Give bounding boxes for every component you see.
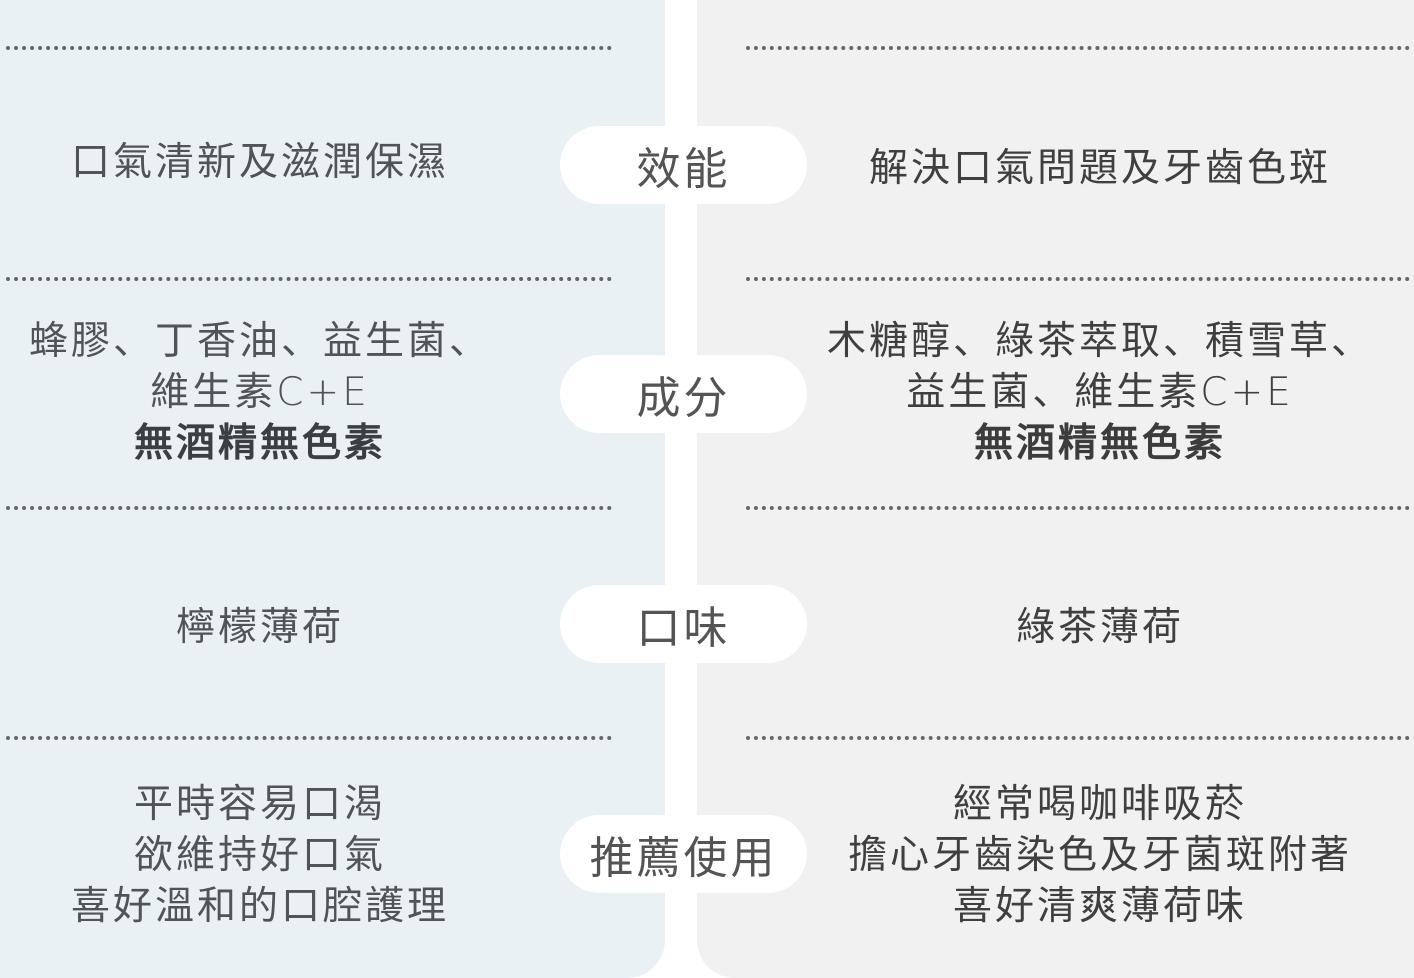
cell-line: 木糖醇、綠茶萃取、積雪草、 bbox=[826, 318, 1373, 364]
cell-line: 益生菌、維生素C+E bbox=[906, 369, 1294, 415]
row-flavor-left: 檸檬薄荷 bbox=[10, 575, 510, 680]
dotted-divider bbox=[6, 736, 612, 740]
row-label-recommended: 推薦使用 bbox=[560, 815, 807, 893]
cell-line: 維生素C+E bbox=[150, 369, 370, 415]
row-label-text: 成分 bbox=[636, 373, 731, 424]
dotted-divider bbox=[6, 506, 612, 510]
dotted-divider bbox=[746, 277, 1410, 281]
cell-line: 蜂膠、丁香油、益生菌、 bbox=[28, 318, 491, 364]
row-recommended-right: 經常喝咖啡吸菸 擔心牙齒染色及牙菌斑附著 喜好清爽薄荷味 bbox=[820, 777, 1380, 933]
dotted-divider bbox=[746, 46, 1410, 50]
row-label-text: 推薦使用 bbox=[589, 833, 778, 884]
row-recommended-left: 平時容易口渴 欲維持好口氣 喜好溫和的口腔護理 bbox=[10, 777, 510, 933]
row-flavor-right: 綠茶薄荷 bbox=[820, 575, 1380, 680]
cell-line: 經常喝咖啡吸菸 bbox=[952, 781, 1247, 827]
row-label-ingredients: 成分 bbox=[560, 355, 807, 433]
row-ingredients-right: 木糖醇、綠茶萃取、積雪草、 益生菌、維生素C+E 無酒精無色素 bbox=[820, 314, 1380, 470]
cell-line-bold: 無酒精無色素 bbox=[133, 420, 386, 466]
row-label-text: 口味 bbox=[636, 603, 731, 654]
cell-line: 檸檬薄荷 bbox=[175, 605, 344, 650]
row-label-flavor: 口味 bbox=[560, 585, 807, 663]
product-a-column bbox=[0, 0, 665, 978]
cell-line: 喜好溫和的口腔護理 bbox=[70, 883, 449, 929]
cell-line: 平時容易口渴 bbox=[133, 781, 386, 827]
row-efficacy-left: 口氣清新及滋潤保濕 bbox=[10, 110, 510, 215]
dotted-divider bbox=[746, 506, 1410, 510]
cell-line: 解決口氣問題及牙齒色斑 bbox=[868, 146, 1331, 191]
row-efficacy-right: 解決口氣問題及牙齒色斑 bbox=[820, 116, 1380, 221]
row-ingredients-left: 蜂膠、丁香油、益生菌、 維生素C+E 無酒精無色素 bbox=[10, 314, 510, 470]
row-label-efficacy: 效能 bbox=[560, 126, 807, 204]
cell-line: 欲維持好口氣 bbox=[133, 832, 386, 878]
cell-line: 喜好清爽薄荷味 bbox=[952, 883, 1247, 929]
cell-line: 綠茶薄荷 bbox=[1015, 605, 1184, 650]
cell-line: 口氣清新及滋潤保濕 bbox=[70, 140, 449, 185]
dotted-divider bbox=[6, 46, 612, 50]
product-b-column bbox=[697, 0, 1414, 978]
dotted-divider bbox=[746, 736, 1410, 740]
cell-line-bold: 無酒精無色素 bbox=[973, 420, 1226, 466]
cell-line: 擔心牙齒染色及牙菌斑附著 bbox=[847, 832, 1352, 878]
row-label-text: 效能 bbox=[636, 144, 731, 195]
dotted-divider bbox=[6, 277, 612, 281]
